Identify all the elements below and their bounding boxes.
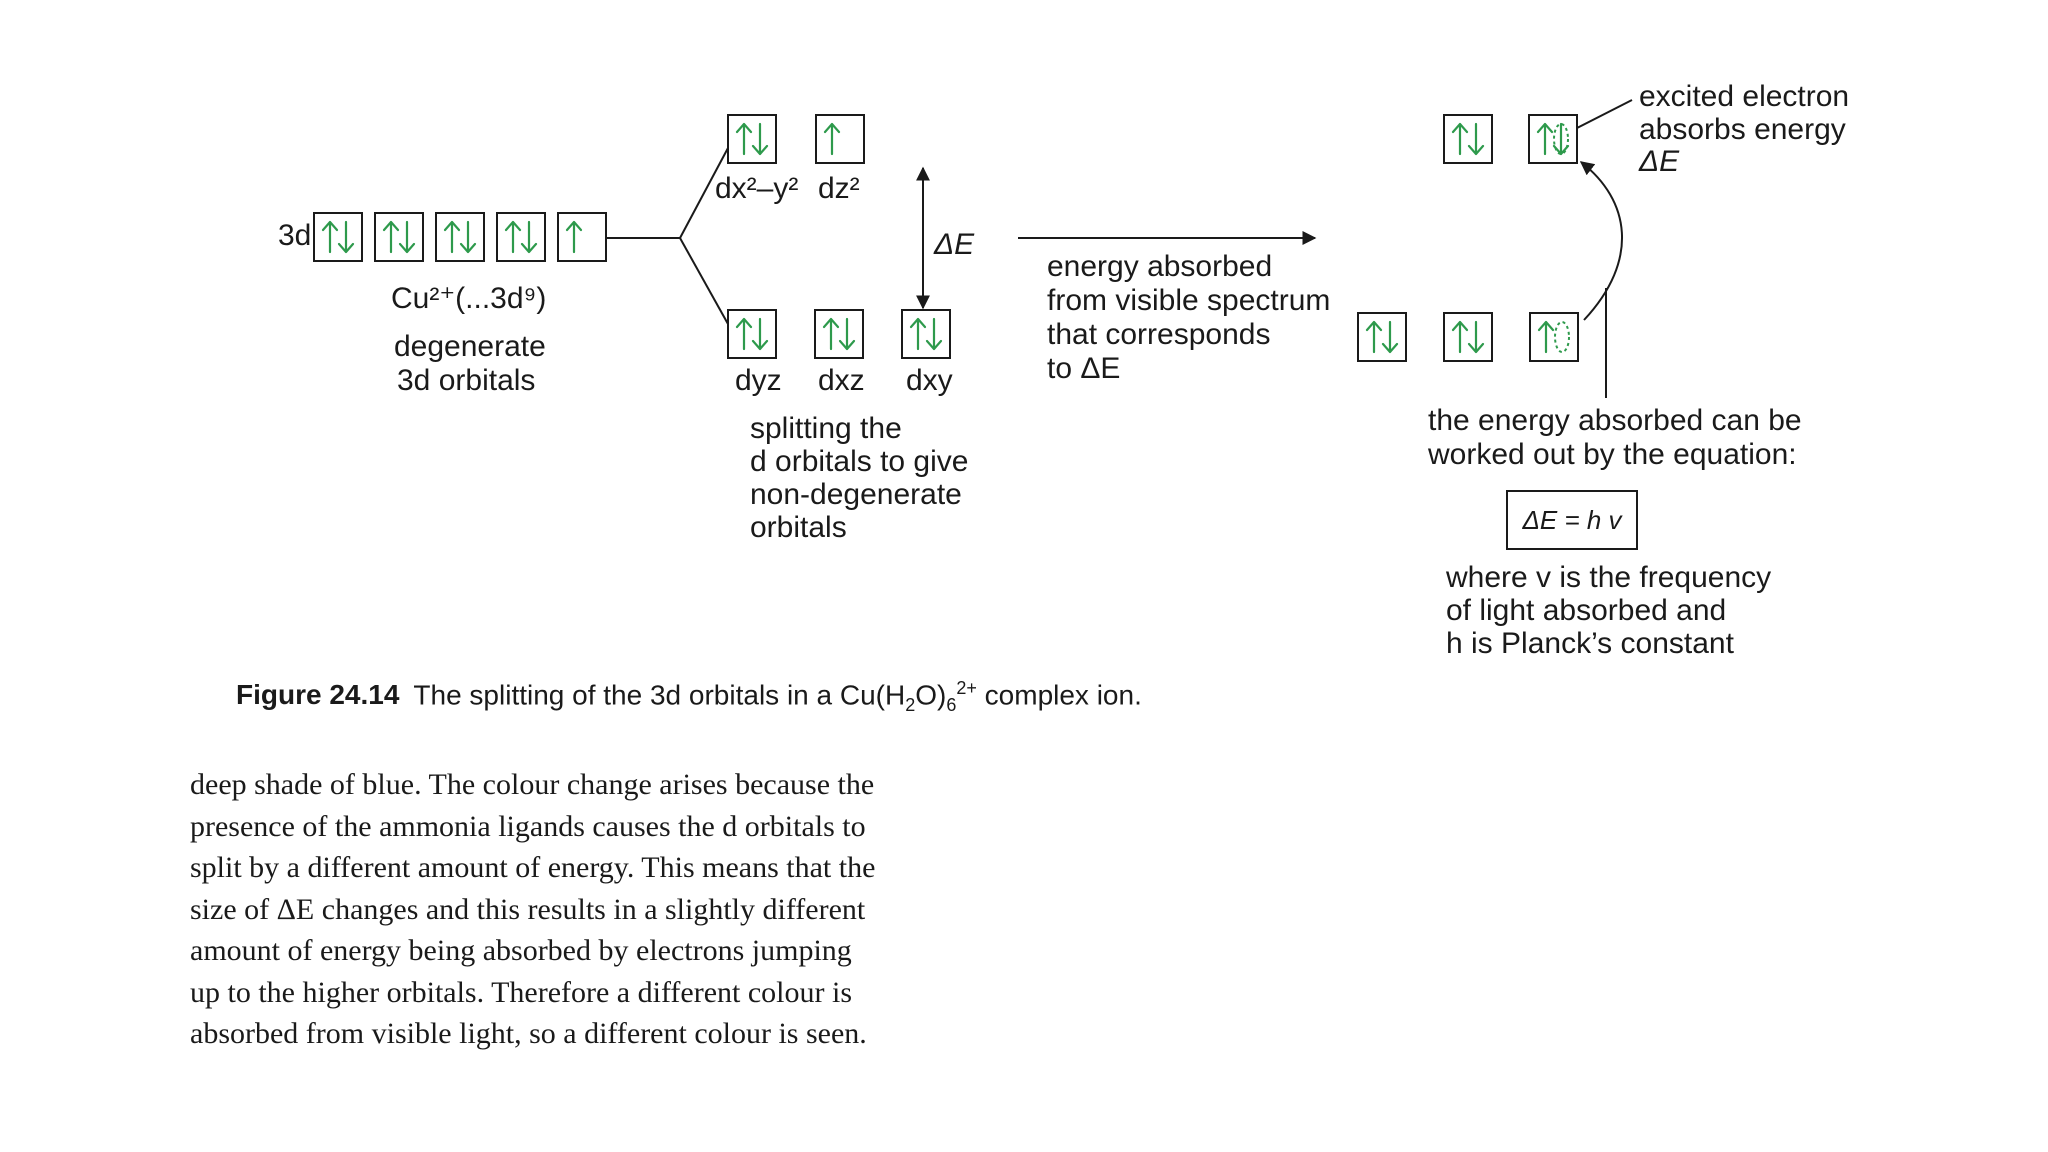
orbital-box <box>901 309 951 359</box>
orbital-box <box>1529 312 1579 362</box>
caption-charge: 2+ <box>956 678 977 698</box>
svg-text:where v is the frequency: where v is the frequency <box>1445 561 1771 594</box>
svg-text:worked out by the equation:: worked out by the equation: <box>1427 438 1797 471</box>
single-electron-arrow <box>823 122 841 156</box>
orbital-box <box>374 212 424 262</box>
svg-text:h is Planck’s constant: h is Planck’s constant <box>1446 627 1735 660</box>
svg-text:from visible spectrum: from visible spectrum <box>1047 284 1330 317</box>
electron-pair-arrows <box>909 317 943 351</box>
svg-text:of light absorbed and: of light absorbed and <box>1446 594 1726 627</box>
degenerate-label: 3d orbitals <box>397 364 535 397</box>
orbital-box <box>815 114 865 164</box>
orbital-label-dz2: dz² <box>818 172 860 205</box>
orbital-label-dx2y2: dx²–y² <box>715 172 798 205</box>
equation-note: where v is the frequency of light absorb… <box>1445 561 1771 660</box>
orbital-box <box>1357 312 1407 362</box>
split-upper-line <box>679 147 729 239</box>
body-line: size of ΔE changes and this results in a… <box>190 892 866 926</box>
orbital-label-dyz: dyz <box>735 364 782 397</box>
caption-text: The splitting of the 3d orbitals in a Cu… <box>413 679 906 711</box>
svg-text:the energy absorbed can be: the energy absorbed can be <box>1428 404 1802 437</box>
electron-pair-arrows <box>321 220 355 254</box>
equation-box: ΔE = h v <box>1506 490 1638 550</box>
split-lower-line <box>679 237 729 325</box>
svg-text:d orbitals to give: d orbitals to give <box>750 445 968 478</box>
electron-pair-arrows <box>504 220 538 254</box>
orbital-label-dxz: dxz <box>818 364 865 397</box>
excitation-arrow <box>1579 161 1624 321</box>
single-electron-arrow <box>565 220 583 254</box>
orbital-box <box>313 212 363 262</box>
caption-subscript: 2 <box>905 694 916 715</box>
orbital-box <box>814 309 864 359</box>
svg-text:excited electron: excited electron <box>1639 80 1849 113</box>
orbital-box <box>435 212 485 262</box>
orbital-box <box>1528 114 1578 164</box>
orbital-box <box>727 309 777 359</box>
delta-e-label: ΔE <box>933 228 975 261</box>
vacated-electron-marker <box>1554 321 1570 353</box>
svg-text:that corresponds: that corresponds <box>1047 318 1270 351</box>
body-line: up to the higher orbitals. Therefore a d… <box>190 975 853 1009</box>
svg-text:absorbs energy: absorbs energy <box>1639 113 1846 146</box>
excited-electron-marker <box>1553 123 1569 155</box>
equation-text: ΔE = h v <box>1522 504 1622 535</box>
svg-text:non-degenerate: non-degenerate <box>750 478 962 511</box>
svg-text:orbitals: orbitals <box>750 511 847 544</box>
excited-note-leader <box>1576 99 1633 129</box>
orbital-box <box>557 212 607 262</box>
body-line: amount of energy being absorbed by elect… <box>190 934 852 967</box>
ion-configuration: Cu²⁺(...3d⁹) <box>391 282 546 315</box>
orbital-box <box>727 114 777 164</box>
caption-subscript: 6 <box>946 694 957 715</box>
orbital-box <box>1443 312 1493 362</box>
caption-text: O) <box>915 679 947 711</box>
body-paragraph: deep shade of blue. The colour change ar… <box>190 764 950 1055</box>
body-line: absorbed from visible light, so a differ… <box>190 1017 867 1050</box>
electron-pair-arrows <box>822 317 856 351</box>
shell-label: 3d <box>278 219 311 252</box>
orbital-label-dxy: dxy <box>906 364 953 397</box>
svg-text:to ΔE: to ΔE <box>1047 352 1120 385</box>
electron-pair-arrows <box>1365 320 1399 354</box>
svg-text:ΔE: ΔE <box>1638 145 1680 178</box>
orbital-box <box>496 212 546 262</box>
equation-intro: the energy absorbed can be worked out by… <box>1427 404 1802 471</box>
figure-number: Figure 24.14 <box>236 679 400 711</box>
absorbed-note: energy absorbed from visible spectrum th… <box>1047 250 1330 385</box>
electron-pair-arrows <box>735 317 769 351</box>
svg-text:energy absorbed: energy absorbed <box>1047 250 1272 283</box>
electron-pair-arrows <box>443 220 477 254</box>
electron-pair-arrows <box>1451 122 1485 156</box>
body-line: deep shade of blue. The colour change ar… <box>190 768 875 801</box>
figure-caption: Figure 24.14 The splitting of the 3d orbi… <box>236 678 1636 716</box>
splitting-note: splitting the d orbitals to give non-deg… <box>750 412 968 544</box>
body-line: presence of the ammonia ligands causes t… <box>190 809 866 843</box>
svg-text:splitting the: splitting the <box>750 412 902 445</box>
caption-text: complex ion. <box>976 679 1142 711</box>
excited-note: excited electron absorbs energy ΔE <box>1638 80 1849 178</box>
electron-pair-arrows <box>382 220 416 254</box>
orbital-box <box>1443 114 1493 164</box>
single-electron-arrow <box>1537 320 1555 354</box>
electron-pair-arrows <box>1536 122 1570 156</box>
electron-pair-arrows <box>1451 320 1485 354</box>
body-line: split by a different amount of energy. T… <box>190 851 876 884</box>
degenerate-label: degenerate <box>394 330 546 363</box>
electron-pair-arrows <box>735 122 769 156</box>
